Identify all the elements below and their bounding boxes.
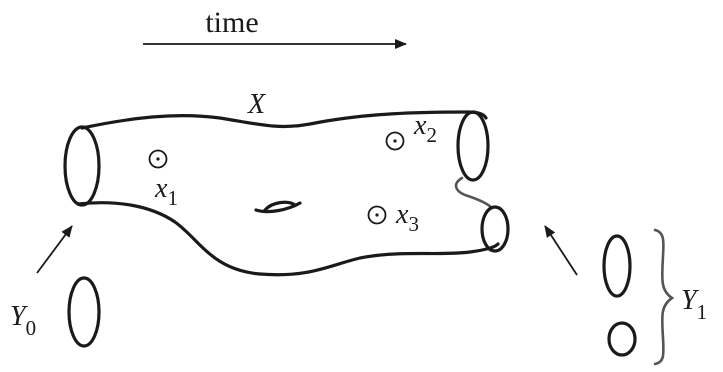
y1-pointer-arrow: [544, 225, 578, 276]
y0-pointer-arrow: [36, 225, 73, 274]
out-boundary-circle-1: [456, 110, 490, 182]
in-boundary-circle: [63, 125, 101, 207]
handle-icon: [254, 200, 302, 214]
y0-circle: [67, 276, 101, 348]
y1-brace: [653, 228, 675, 366]
cobordism-surface: [63, 110, 510, 277]
out-boundary-circle-2: [480, 205, 510, 253]
point-x1-label: x1: [154, 173, 178, 210]
point-x3: [367, 205, 387, 225]
y1-label: Y1: [681, 285, 707, 324]
time-label: time: [205, 6, 258, 39]
point-x2-label: x2: [413, 110, 437, 147]
surface-bottom-edge: [76, 201, 500, 277]
y1-circle-2: [607, 321, 637, 357]
point-x1: [148, 149, 168, 169]
point-x2: [385, 131, 405, 151]
y0-label: Y0: [10, 301, 36, 340]
point-x3-label: x3: [395, 199, 419, 236]
surface-label: X: [247, 89, 266, 120]
out-neck: [454, 176, 494, 210]
y1-circle-1: [602, 234, 632, 298]
